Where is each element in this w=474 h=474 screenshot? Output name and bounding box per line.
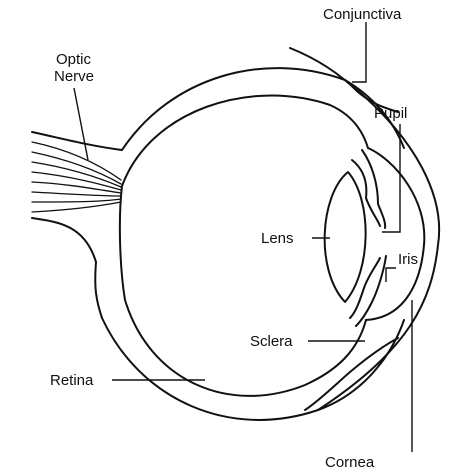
lens-shape [323, 171, 367, 303]
retina-label: Retina [50, 372, 94, 389]
optic-nerve-label-line1: Optic [56, 51, 92, 68]
conjunctiva-layer [289, 47, 399, 113]
optic-nerve-sheath-bottom [31, 217, 97, 263]
iris-leader [385, 267, 396, 282]
iris-label: Iris [398, 251, 418, 268]
pupil-label: Pupil [374, 105, 407, 122]
lens-label: Lens [261, 230, 294, 247]
cornea-outer [317, 79, 441, 411]
sclera-label: Sclera [250, 333, 293, 350]
iris-lower [349, 255, 387, 327]
cornea-inner [365, 147, 426, 321]
sclera-outer-wall [94, 67, 405, 421]
optic-nerve-sheath-top [31, 131, 123, 151]
pupil-leader [382, 124, 401, 233]
optic-nerve-fibers [31, 141, 122, 213]
optic-nerve-label-line2: Nerve [54, 68, 94, 85]
cornea-label: Cornea [325, 454, 375, 471]
conjunctiva-leader [352, 22, 367, 83]
retina-inner-wall [118, 94, 369, 397]
optic-nerve-leader [73, 87, 89, 161]
conjunctiva-layer-lower [304, 337, 399, 411]
iris-upper [351, 149, 387, 229]
conjunctiva-label: Conjunctiva [323, 6, 402, 23]
